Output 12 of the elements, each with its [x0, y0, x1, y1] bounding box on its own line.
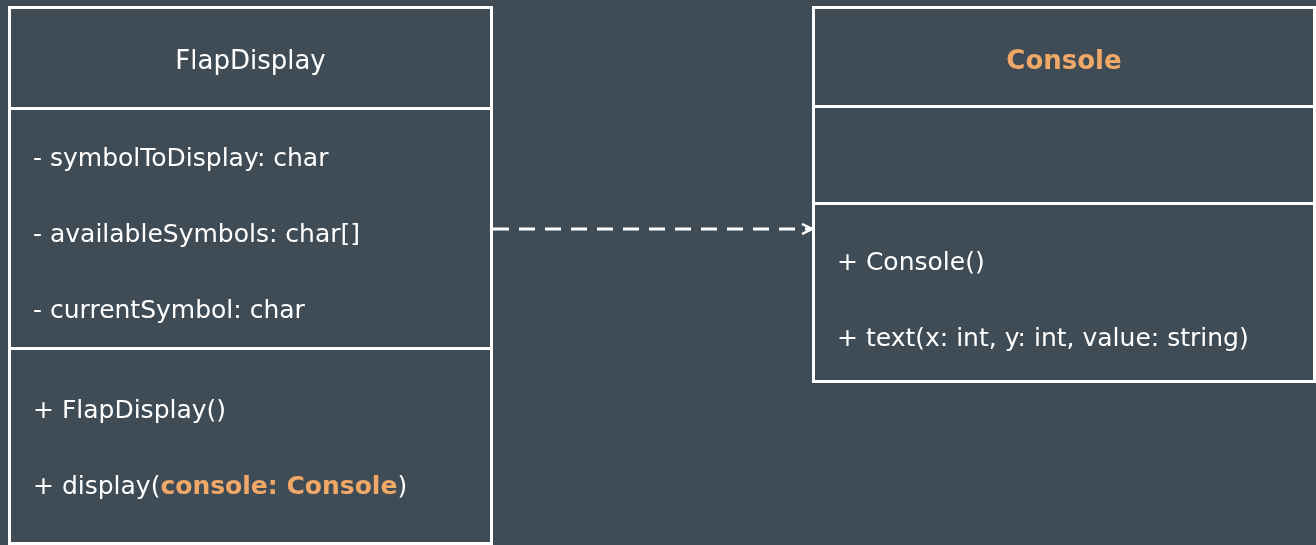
attribute-text: - symbolToDisplay: char: [33, 143, 329, 173]
method-text: + FlapDisplay(): [33, 395, 227, 425]
dependency-arrow: [493, 222, 814, 236]
method-text: + text(x: int, y: int, value: string): [837, 323, 1249, 353]
class-name: FlapDisplay: [175, 45, 326, 75]
class-name: Console: [1006, 45, 1122, 75]
class-box: [8, 6, 493, 545]
attribute-text: - availableSymbols: char[]: [33, 219, 361, 249]
method-text: + display(console: Console): [33, 471, 408, 501]
class-box: [812, 6, 1316, 383]
method-text: + Console(): [837, 247, 985, 277]
attribute-text: - currentSymbol: char: [33, 295, 305, 325]
